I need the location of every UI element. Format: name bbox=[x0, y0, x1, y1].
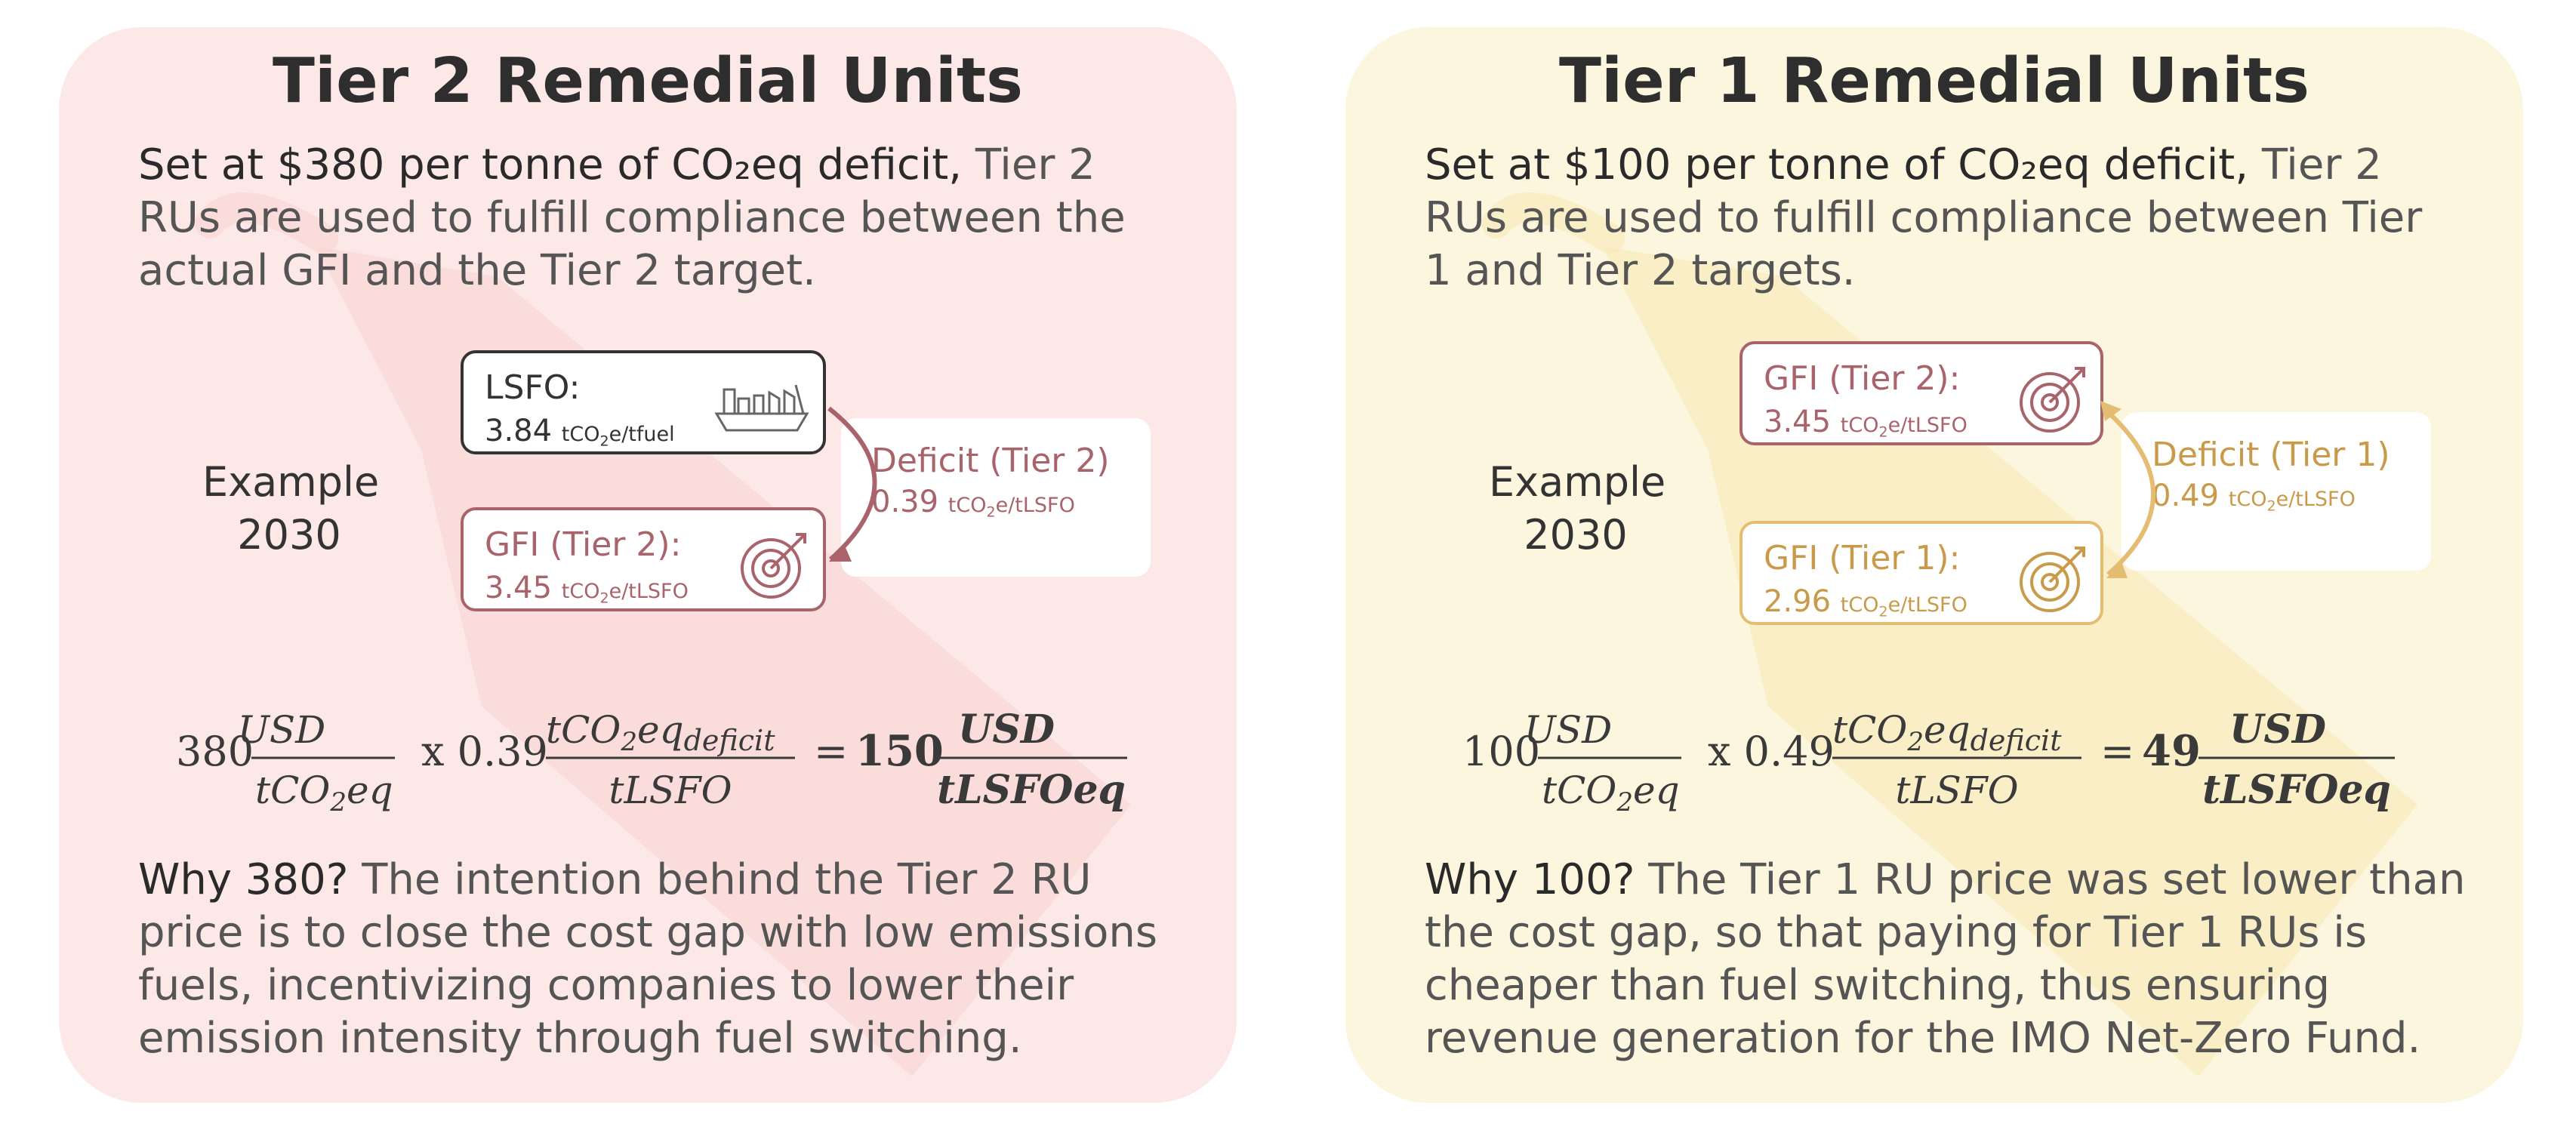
cost-formula: 380 USD tCO2eq x 0.39 tCO2eqdeficit tLSF… bbox=[176, 707, 1127, 817]
formula-result-den: tLSFOeq bbox=[937, 767, 1126, 813]
formula-unit-num: USD bbox=[1524, 708, 1612, 752]
formula-unit-den: tCO2eq bbox=[255, 768, 393, 817]
formula-result-den: tLSFOeq bbox=[2202, 767, 2391, 813]
formula-result: 49 bbox=[2142, 726, 2201, 776]
deficit-box: Deficit (Tier 1) 0.49 tCO2e/tLSFO bbox=[2122, 412, 2431, 571]
intro-text: Set at $100 per tonne of CO₂eq deficit, … bbox=[1425, 139, 2459, 297]
deficit-value: 0.49 tCO2e/tLSFO bbox=[2152, 476, 2431, 526]
intro-rest: Tier 2 RUs are used to fulfill complianc… bbox=[138, 140, 1126, 295]
gfi-tier2-box: GFI (Tier 2): 3.45 tCO2e/tLSFO bbox=[1739, 341, 2103, 445]
formula-price: 380 bbox=[176, 728, 254, 775]
box-number: 3.84 bbox=[485, 414, 553, 448]
box-label: GFI (Tier 1): bbox=[1764, 539, 1961, 577]
box-number: 3.45 bbox=[485, 571, 553, 605]
gfi-tier1-box: GFI (Tier 1): 2.96 tCO2e/tLSFO bbox=[1739, 521, 2103, 625]
formula-unit-den: tCO2eq bbox=[1542, 768, 1680, 817]
tier1-panel: Tier 1 Remedial Units Set at $100 per to… bbox=[1345, 27, 2523, 1103]
formula-deficit-den: tLSFO bbox=[1895, 768, 2018, 812]
deficit-number: 0.39 bbox=[871, 485, 939, 519]
formula-deficit-den: tLSFO bbox=[609, 768, 732, 812]
box-number: 3.45 bbox=[1764, 405, 1832, 439]
price-tag-watermark-icon bbox=[1481, 192, 2417, 1076]
why-rest: The Tier 1 RU price was set lower than t… bbox=[1425, 855, 2466, 1063]
deficit-label: Deficit (Tier 2) bbox=[871, 442, 1110, 480]
box-unit: tCO2e/tLSFO bbox=[561, 580, 689, 607]
box-value: 2.96 tCO2e/tLSFO bbox=[1764, 581, 2100, 632]
example-year: 2030 bbox=[237, 511, 341, 559]
formula-price: 100 bbox=[1462, 728, 1540, 775]
ship-icon bbox=[714, 384, 809, 432]
intro-highlight: Set at $380 per tonne of CO₂eq deficit, bbox=[138, 140, 963, 189]
box-value: 3.45 tCO2e/tLSFO bbox=[485, 568, 823, 618]
box-unit: tCO2e/tLSFO bbox=[1840, 593, 1967, 620]
formula-deficit-num: tCO2eqdeficit bbox=[546, 708, 775, 757]
deficit-unit: tCO2e/tLSFO bbox=[948, 494, 1075, 521]
box-label: GFI (Tier 2): bbox=[485, 525, 682, 564]
panel-title: Tier 1 Remedial Units bbox=[1559, 45, 2309, 117]
panel-title: Tier 2 Remedial Units bbox=[273, 45, 1023, 117]
lsfo-box: LSFO: 3.84 tCO2e/tfuel bbox=[461, 350, 826, 454]
why-text: Why 100? The Tier 1 RU price was set low… bbox=[1425, 854, 2467, 1065]
intro-highlight: Set at $100 per tonne of CO₂eq deficit, bbox=[1425, 140, 2249, 189]
why-highlight: Why 100? bbox=[1425, 855, 1635, 904]
box-number: 2.96 bbox=[1764, 584, 1832, 619]
box-unit: tCO2e/tLSFO bbox=[1840, 414, 1967, 441]
deficit-unit: tCO2e/tLSFO bbox=[2228, 488, 2356, 515]
example-word: Example bbox=[1489, 458, 1666, 506]
deficit-value: 0.39 tCO2e/tLSFO bbox=[871, 482, 1151, 532]
target-icon bbox=[2020, 367, 2085, 433]
box-label: LSFO: bbox=[485, 368, 581, 407]
box-label: GFI (Tier 2): bbox=[1764, 359, 1961, 398]
example-label: Example 2030 bbox=[202, 456, 380, 562]
gfi-tier2-box: GFI (Tier 2): 3.45 tCO2e/tLSFO bbox=[461, 507, 826, 611]
formula-multiplier: x 0.39 bbox=[421, 728, 548, 775]
formula-result-num: USD bbox=[2229, 707, 2326, 753]
intro-text: Set at $380 per tonne of CO₂eq deficit, … bbox=[138, 139, 1172, 297]
why-text: Why 380? The intention behind the Tier 2… bbox=[138, 854, 1180, 1065]
why-rest: The intention behind the Tier 2 RU price… bbox=[138, 855, 1158, 1063]
formula-equals: = bbox=[2100, 728, 2134, 775]
example-year: 2030 bbox=[1524, 511, 1628, 559]
target-icon bbox=[741, 533, 806, 599]
box-value: 3.84 tCO2e/tfuel bbox=[485, 411, 823, 461]
formula-multiplier: x 0.49 bbox=[1708, 728, 1835, 775]
formula-unit-num: USD bbox=[238, 708, 325, 752]
example-word: Example bbox=[202, 458, 380, 506]
target-icon bbox=[2020, 547, 2085, 612]
deficit-number: 0.49 bbox=[2152, 479, 2220, 513]
tier2-panel: Tier 2 Remedial Units Set at $380 per to… bbox=[59, 27, 1237, 1103]
intro-rest: Tier 2 RUs are used to fulfill complianc… bbox=[1425, 140, 2423, 295]
box-value: 3.45 tCO2e/tLSFO bbox=[1764, 402, 2100, 452]
formula-equals: = bbox=[814, 728, 848, 775]
cost-formula: 100 USD tCO2eq x 0.49 tCO2eqdeficit tLSF… bbox=[1462, 707, 2395, 817]
example-label: Example 2030 bbox=[1489, 456, 1666, 562]
formula-result: 150 bbox=[855, 726, 944, 776]
box-unit: tCO2e/tfuel bbox=[561, 423, 675, 450]
formula-result-num: USD bbox=[958, 707, 1055, 753]
deficit-box: Deficit (Tier 2) 0.39 tCO2e/tLSFO bbox=[841, 418, 1151, 577]
formula-deficit-num: tCO2eqdeficit bbox=[1832, 708, 2062, 757]
deficit-label: Deficit (Tier 1) bbox=[2152, 436, 2390, 474]
why-highlight: Why 380? bbox=[138, 855, 349, 904]
